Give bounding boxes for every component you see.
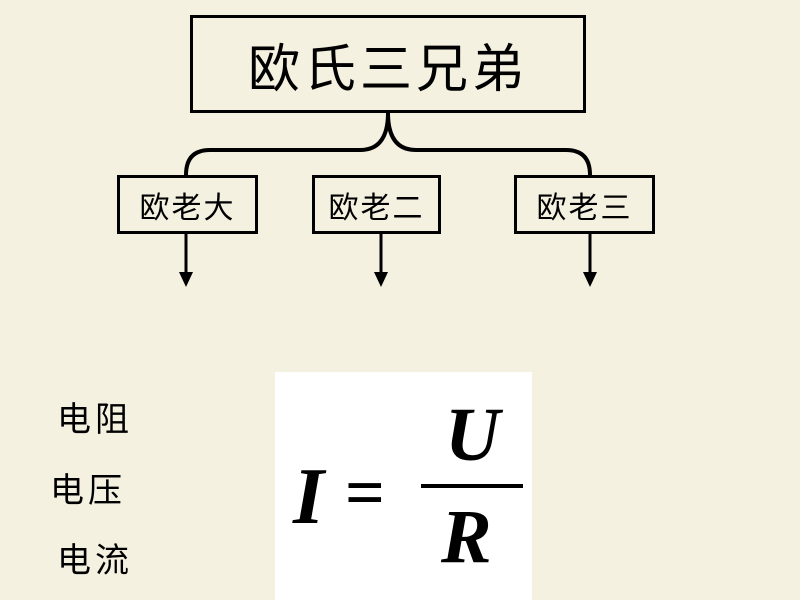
child-box-1: 欧老大	[117, 175, 258, 234]
label-current: 电流	[57, 541, 133, 581]
formula-lhs: I	[293, 453, 325, 541]
child-box-2: 欧老二	[312, 175, 441, 234]
brace-connector	[184, 112, 592, 176]
title-box: 欧氏三兄弟	[190, 15, 586, 113]
child-label-1: 欧老大	[139, 190, 236, 226]
child-label-2: 欧老二	[328, 190, 425, 226]
fraction-bar	[421, 484, 523, 488]
child-box-3: 欧老三	[514, 175, 655, 234]
arrow-2-head	[374, 272, 388, 287]
child-label-3: 欧老三	[536, 190, 633, 226]
label-voltage: 电压	[50, 471, 126, 511]
label-resistance: 电阻	[57, 400, 133, 440]
ohms-law-formula: I = U R	[275, 372, 532, 600]
formula-equals: =	[345, 455, 385, 532]
arrow-3-head	[583, 272, 597, 287]
formula-numerator: U	[445, 393, 500, 477]
formula-denominator: R	[441, 495, 492, 579]
arrow-1-head	[179, 272, 193, 287]
title-text: 欧氏三兄弟	[247, 39, 528, 100]
